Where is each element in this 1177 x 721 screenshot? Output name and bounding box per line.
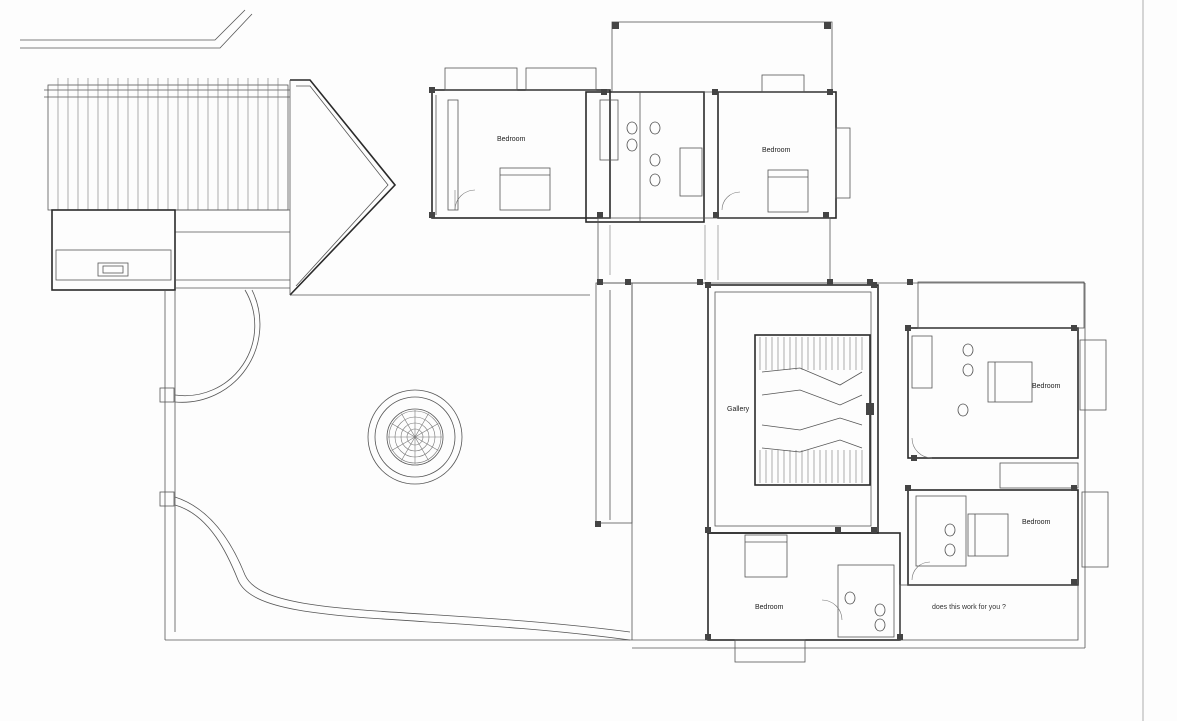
annotation-note: does this work for you ?: [932, 604, 1006, 611]
column-marker: [705, 634, 711, 640]
pergola: [44, 78, 290, 233]
column-marker: [871, 282, 877, 288]
room-label-bedroom-top-left: Bedroom: [497, 136, 526, 143]
column-marker: [705, 527, 711, 533]
column-marker: [911, 455, 917, 461]
column-marker: [827, 89, 833, 95]
column-marker: [697, 279, 703, 285]
column-marker: [705, 282, 711, 288]
terrace-lines: [175, 279, 590, 296]
column-marker: [595, 521, 601, 527]
column-marker: [827, 279, 833, 285]
column-marker: [625, 279, 631, 285]
column-marker: [897, 634, 903, 640]
passage: [595, 282, 633, 640]
column-marker: [907, 279, 913, 285]
column-marker: [712, 89, 718, 95]
wing-top-left: [431, 67, 611, 219]
fountain: [367, 389, 463, 485]
garden-boundary: [159, 289, 708, 641]
column-markers: [429, 87, 1077, 640]
room-label-bedroom-top-right: Bedroom: [762, 147, 791, 154]
gallery-block: [707, 284, 879, 534]
column-marker: [871, 527, 877, 533]
column-marker: [905, 325, 911, 331]
bathroom-top: [585, 91, 705, 223]
column-marker: [835, 527, 841, 533]
garage: [51, 209, 176, 291]
column-marker: [713, 212, 719, 218]
road-lines: [20, 9, 253, 49]
column-marker: [823, 212, 829, 218]
wing-top-right: [611, 21, 851, 219]
room-label-bedroom-right-upper: Bedroom: [1032, 383, 1061, 390]
column-marker: [867, 279, 873, 285]
wing-right-upper: [907, 281, 1107, 459]
column-marker: [429, 87, 435, 93]
wing-right-lower: [907, 462, 1109, 586]
corridor-upper: [597, 217, 831, 284]
wing-bottom: [707, 532, 1079, 663]
room-label-gallery: Gallery: [727, 406, 750, 413]
column-marker: [601, 89, 607, 95]
column-marker: [597, 279, 603, 285]
room-label-bedroom-right-lower: Bedroom: [1022, 519, 1051, 526]
column-marker: [429, 212, 435, 218]
building-perimeter: [632, 282, 1086, 649]
column-marker: [905, 485, 911, 491]
column-marker: [597, 212, 603, 218]
column-marker: [1071, 485, 1077, 491]
column-marker: [1071, 579, 1077, 585]
angled-roof: [289, 79, 397, 296]
column-marker: [1071, 325, 1077, 331]
room-label-bedroom-bottom: Bedroom: [755, 604, 784, 611]
